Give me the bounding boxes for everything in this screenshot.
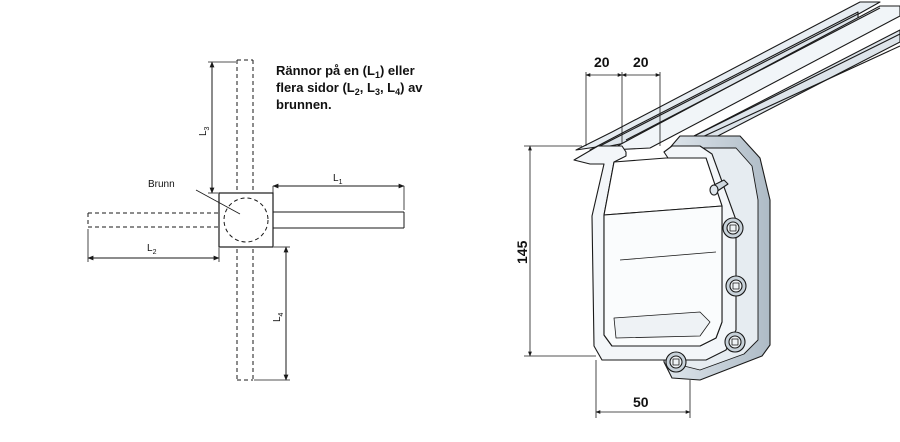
plan-view	[87, 59, 405, 381]
pin	[709, 179, 729, 196]
dim-flange-right: 20	[633, 54, 649, 70]
bolt-2	[725, 275, 747, 297]
well-label: Brunn	[148, 179, 175, 190]
dim-flange-left: 20	[594, 54, 610, 70]
well-box	[218, 192, 274, 248]
bolt-4	[665, 351, 687, 373]
channel-section-view	[573, 1, 900, 381]
channel-right-solid	[273, 211, 405, 229]
bolt-1	[722, 217, 744, 239]
section-dimensions	[524, 72, 691, 418]
label-l1: L1	[333, 173, 343, 186]
channel-body	[575, 1, 900, 153]
well-circle-dashed	[223, 197, 269, 243]
label-l2: L2	[147, 243, 157, 256]
bolt-3	[724, 331, 746, 353]
dim-height: 145	[514, 240, 530, 264]
channel-sides-note: Rännor på en (L1) eller flera sidor (L2,…	[276, 63, 423, 112]
channel-left-dashed	[87, 212, 219, 228]
label-l3: L3	[198, 126, 211, 136]
well-leader	[195, 189, 241, 215]
dim-width: 50	[633, 394, 649, 410]
label-l4: L4	[272, 312, 285, 322]
channel-vertical-dashed	[236, 59, 254, 381]
